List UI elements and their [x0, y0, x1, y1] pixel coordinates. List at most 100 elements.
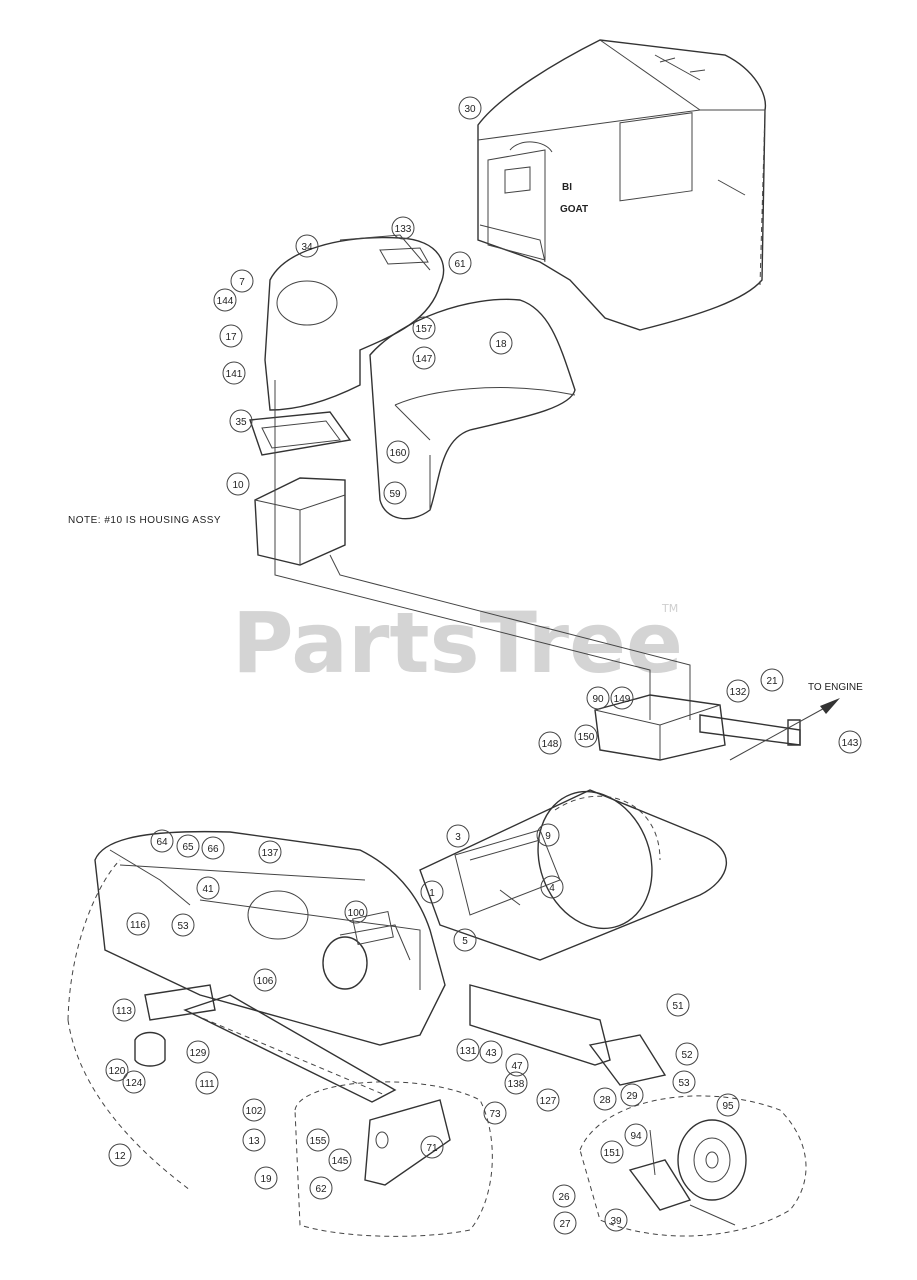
callout: 17 — [219, 324, 243, 348]
callout: 102 — [242, 1098, 266, 1122]
callout: 131 — [456, 1038, 480, 1062]
svg-text:102: 102 — [246, 1106, 263, 1117]
callout: 28 — [593, 1087, 617, 1111]
svg-text:39: 39 — [610, 1216, 622, 1227]
callout: 94 — [624, 1123, 648, 1147]
svg-text:120: 120 — [109, 1066, 126, 1077]
svg-text:5: 5 — [462, 936, 468, 947]
svg-text:19: 19 — [260, 1174, 272, 1185]
svg-text:17: 17 — [225, 332, 237, 343]
svg-text:131: 131 — [460, 1046, 477, 1057]
svg-text:113: 113 — [116, 1006, 132, 1017]
svg-text:94: 94 — [630, 1131, 642, 1142]
svg-text:147: 147 — [416, 354, 433, 365]
callout: 144 — [213, 288, 237, 312]
watermark-trademark: TM — [661, 602, 678, 615]
callout: 7 — [230, 269, 254, 293]
callout: 143 — [838, 730, 862, 754]
upper-housing-parts — [249, 234, 576, 566]
watermark-brand: PartsTree — [232, 594, 683, 692]
callout: 145 — [328, 1148, 352, 1172]
svg-text:21: 21 — [766, 676, 778, 687]
svg-text:66: 66 — [207, 844, 219, 855]
callout: 27 — [553, 1211, 577, 1235]
svg-text:71: 71 — [426, 1143, 438, 1154]
svg-text:144: 144 — [217, 296, 234, 307]
callout: 41 — [196, 876, 220, 900]
engine-shroud — [477, 39, 767, 331]
callout: 149 — [610, 686, 634, 710]
callout: 26 — [552, 1184, 576, 1208]
callout: 3 — [446, 824, 470, 848]
engine-arrow-label: TO ENGINE — [808, 682, 863, 693]
svg-text:34: 34 — [301, 242, 313, 253]
callout: 21 — [760, 668, 784, 692]
callout: 34 — [295, 234, 319, 258]
svg-text:160: 160 — [390, 448, 407, 459]
svg-text:51: 51 — [672, 1001, 684, 1012]
svg-text:65: 65 — [182, 842, 194, 853]
svg-text:111: 111 — [199, 1079, 215, 1090]
callout: 4 — [540, 875, 564, 899]
callout: 64 — [150, 829, 174, 853]
svg-text:59: 59 — [389, 489, 401, 500]
svg-text:137: 137 — [262, 848, 279, 859]
svg-text:90: 90 — [592, 694, 604, 705]
callout: 9 — [536, 823, 560, 847]
callout: 29 — [620, 1083, 644, 1107]
callout: 127 — [536, 1088, 560, 1112]
svg-text:4: 4 — [549, 883, 555, 894]
callout: 129 — [186, 1040, 210, 1064]
svg-text:124: 124 — [126, 1078, 143, 1089]
svg-text:10: 10 — [232, 480, 244, 491]
svg-text:155: 155 — [310, 1136, 327, 1147]
svg-text:100: 100 — [348, 908, 365, 919]
callout: 71 — [420, 1135, 444, 1159]
callout: 141 — [222, 361, 246, 385]
callout: 95 — [716, 1093, 740, 1117]
svg-text:145: 145 — [332, 1156, 349, 1167]
decal-text-bi: BI — [562, 182, 572, 193]
svg-text:62: 62 — [315, 1184, 327, 1195]
skid-shoe — [294, 1081, 493, 1237]
callout: 43 — [479, 1040, 503, 1064]
leader-line — [329, 554, 691, 720]
callout: 35 — [229, 409, 253, 433]
drive-tube — [419, 789, 728, 961]
callout: 65 — [176, 834, 200, 858]
svg-text:151: 151 — [604, 1148, 621, 1159]
callout: 52 — [675, 1042, 699, 1066]
svg-text:30: 30 — [464, 104, 476, 115]
svg-text:7: 7 — [239, 277, 245, 288]
svg-text:106: 106 — [257, 976, 274, 987]
callout: 106 — [253, 968, 277, 992]
svg-text:53: 53 — [678, 1078, 690, 1089]
svg-text:95: 95 — [722, 1101, 734, 1112]
svg-text:28: 28 — [599, 1095, 611, 1106]
svg-text:52: 52 — [681, 1050, 693, 1061]
callout: 62 — [309, 1176, 333, 1200]
svg-text:61: 61 — [454, 259, 466, 270]
svg-text:43: 43 — [485, 1048, 497, 1059]
callout: 53 — [672, 1070, 696, 1094]
gearbox-frame — [594, 694, 801, 761]
svg-text:143: 143 — [842, 738, 859, 749]
callout: 39 — [604, 1208, 628, 1232]
svg-text:1: 1 — [429, 888, 435, 899]
runner-bar — [469, 984, 667, 1086]
callout: 138 — [504, 1071, 528, 1095]
callout: 116 — [126, 912, 150, 936]
svg-text:26: 26 — [558, 1192, 570, 1203]
svg-text:129: 129 — [190, 1048, 207, 1059]
auger-side-assembly — [67, 849, 216, 1191]
engine-direction-line — [729, 704, 831, 761]
callout: 133 — [391, 216, 415, 240]
svg-text:116: 116 — [130, 920, 146, 931]
callout: 124 — [122, 1070, 146, 1094]
callout: 150 — [574, 724, 598, 748]
callout: 59 — [383, 481, 407, 505]
svg-text:133: 133 — [395, 224, 412, 235]
decal-text-goat: GOAT — [560, 204, 588, 215]
callout: 47 — [505, 1053, 529, 1077]
